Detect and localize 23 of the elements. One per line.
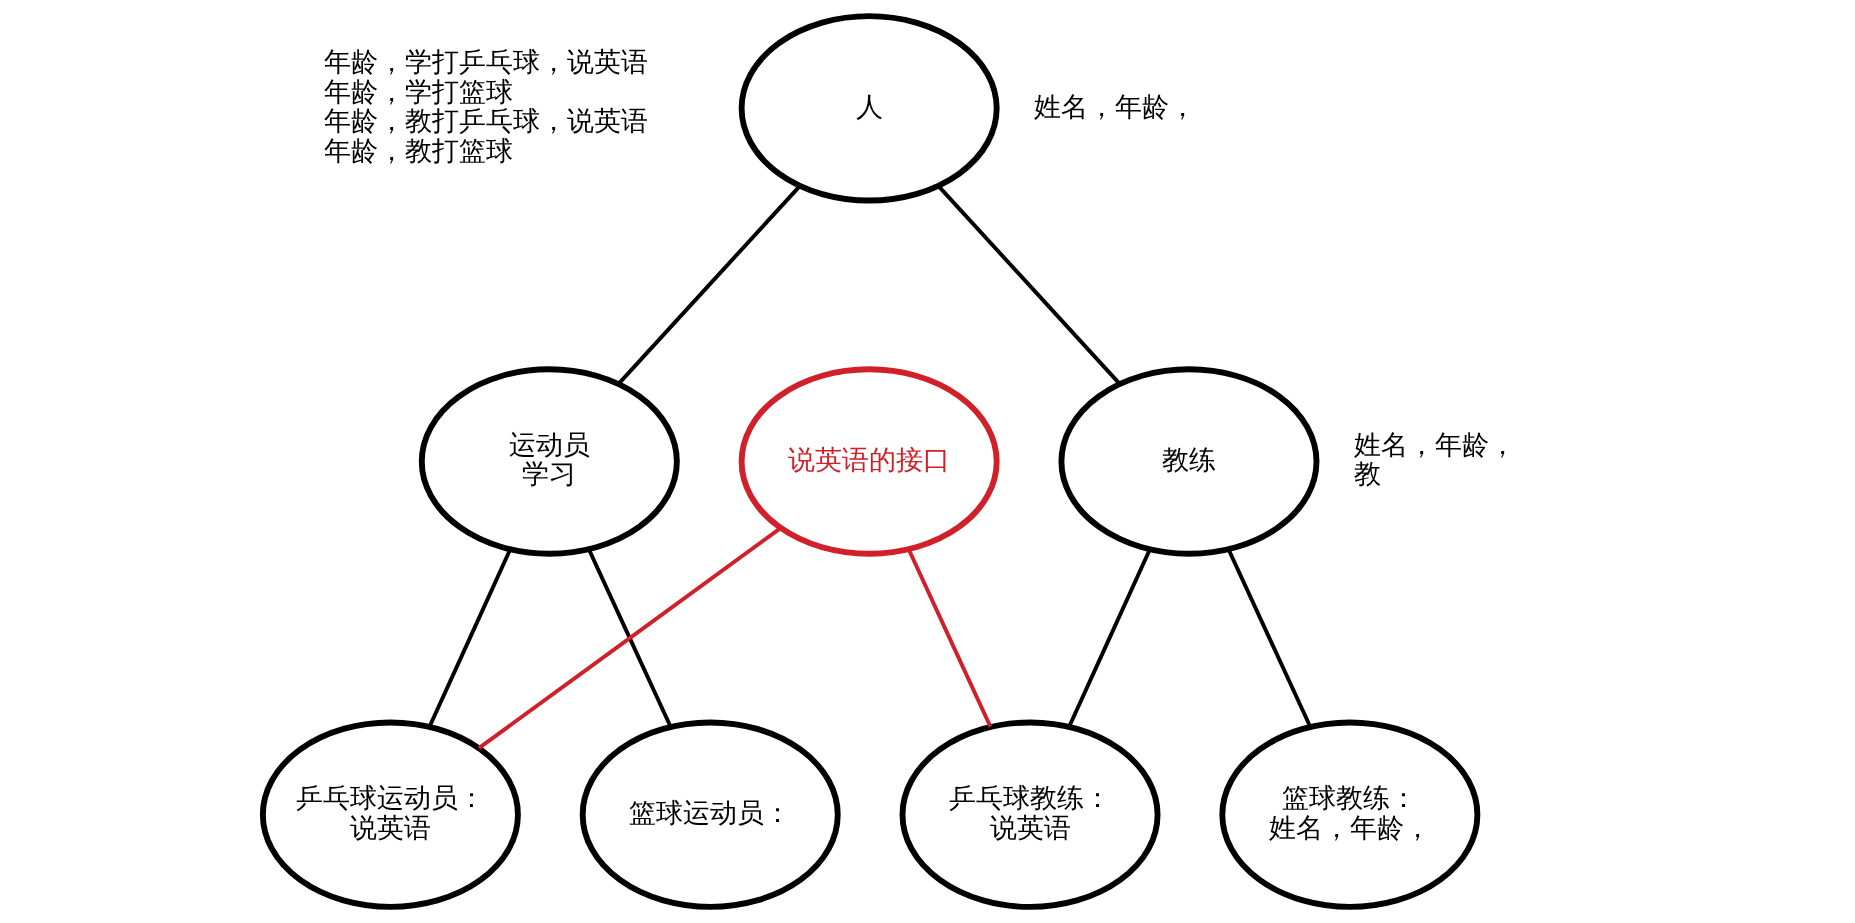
- node-ellipse: 说英语的接口: [738, 366, 1000, 557]
- connector: [906, 548, 992, 728]
- connector: [1066, 548, 1151, 728]
- node-ellipse: 篮球运动员：: [579, 719, 841, 910]
- node-ellipse: 乒乓球运动员： 说英语: [259, 719, 521, 910]
- node-label: 姓名，年龄，: [1353, 429, 1516, 461]
- node-ellipse: 乒乓球教练： 说英语: [899, 719, 1160, 910]
- label: 年龄，教打篮球: [323, 134, 513, 166]
- connector: [616, 184, 801, 386]
- node-ellipse: 篮球教练： 姓名，年龄，: [1218, 719, 1480, 910]
- connector: [1226, 548, 1312, 728]
- label: 年龄，学打乒乓球，说英语: [323, 46, 648, 78]
- label: 年龄，教打乒乓球，说英语: [323, 105, 648, 137]
- node-ellipse: 人: [738, 13, 1000, 204]
- node-label: 姓名，年龄，: [1033, 90, 1196, 122]
- connector: [477, 526, 781, 750]
- connector: [586, 548, 672, 728]
- node-ellipse: 教练: [1057, 366, 1319, 557]
- label: 年龄，学打篮球: [323, 75, 513, 107]
- connector: [427, 548, 512, 728]
- node-label: 教: [1353, 458, 1381, 490]
- node-ellipse: 运动员 学习: [418, 366, 680, 557]
- connector: [936, 184, 1121, 386]
